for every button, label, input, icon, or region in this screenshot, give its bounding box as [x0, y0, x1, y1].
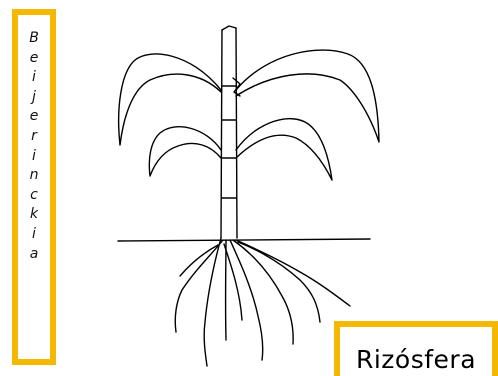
- root: [175, 240, 223, 332]
- leaf-upper-right: [236, 50, 379, 142]
- leaf-upper-left: [119, 54, 221, 145]
- rhizosphere-label: Rizósfera: [340, 345, 492, 374]
- plant-stem: [221, 28, 237, 238]
- rhizosphere-label-box: Rizósfera: [334, 321, 498, 376]
- stem-top: [222, 26, 236, 30]
- leaf-lower-right: [236, 119, 332, 180]
- leaf-lower-left: [149, 127, 221, 176]
- stem-node: [222, 86, 236, 198]
- root: [204, 238, 221, 366]
- root: [224, 244, 242, 320]
- root: [230, 240, 263, 360]
- ground-line: [118, 239, 370, 241]
- root: [233, 240, 293, 344]
